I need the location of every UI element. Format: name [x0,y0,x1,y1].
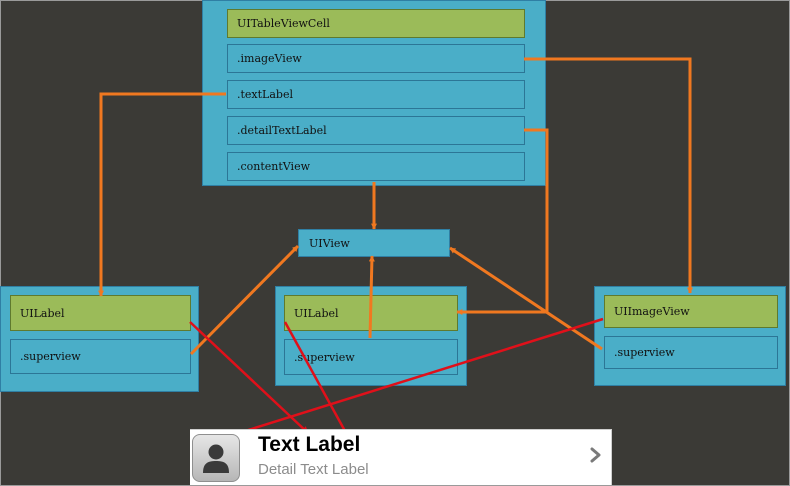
property-contentview: .contentView [227,152,525,181]
arrow-left-superview-to-uiview [189,244,300,356]
uilabel-middle-superview: .superview [284,339,458,375]
arrow-imageview-to-uiimageview [524,57,693,294]
uiimageview-superview: .superview [604,336,778,369]
chevron-right-icon[interactable] [590,447,602,467]
arrow-left-label-to-text [189,321,309,434]
uilabel-left-box: UILabel .superview [0,286,199,392]
uilabel-left-superview: .superview [10,339,191,374]
arrow-detail-to-uilabel [456,128,549,315]
detail-text-label: Detail Text Label [258,461,369,478]
arrow-imageview-to-avatar [225,317,604,439]
uitableviewcell-box: UITableViewCell .imageView .textLabel .d… [202,0,546,186]
uitableviewcell-title: UITableViewCell [227,9,525,38]
property-textlabel: .textLabel [227,80,525,109]
text-label: Text Label [258,433,361,456]
uiimageview-title: UIImageView [604,295,778,328]
person-silhouette-icon [192,434,240,482]
arrow-middle-superview-to-uiview [368,255,375,339]
arrow-textlabel-to-uilabel [98,92,226,297]
arrow-imageview-superview-to-uiview [449,246,603,351]
table-cell-preview[interactable]: Text Label Detail Text Label [190,429,612,485]
